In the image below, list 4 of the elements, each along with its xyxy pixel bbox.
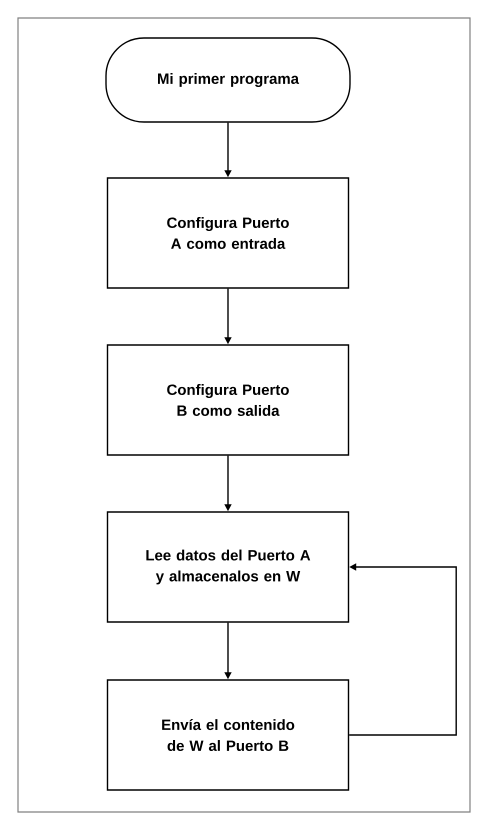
process-box: Configura Puerto A como entrada	[106, 177, 350, 289]
process-box: Lee datos del Puerto A y almacenalos en W	[106, 511, 350, 623]
process-box: Configura Puerto B como salida	[106, 344, 350, 456]
process-box: Envía el contenido de W al Puerto B	[106, 679, 350, 791]
